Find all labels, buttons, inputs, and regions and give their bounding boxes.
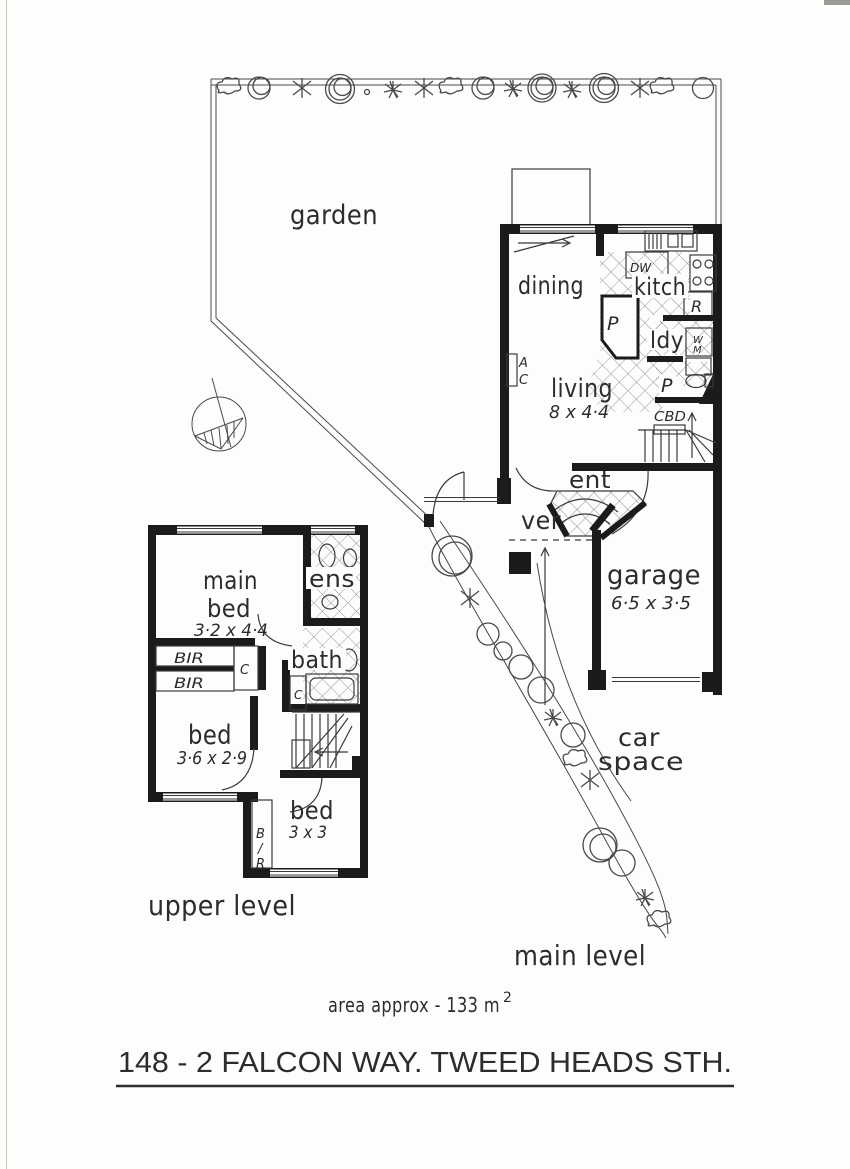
bed3-dim: 3 x 3 <box>289 823 327 843</box>
robe1-label: BIR <box>174 651 204 667</box>
main-bed-label-2: bed <box>207 594 251 623</box>
address-title: 148 - 2 FALCON WAY. TWEED HEADS STH. <box>118 1047 732 1079</box>
dining-door-arrow <box>513 235 575 253</box>
cupboard-label: CBD <box>654 410 686 425</box>
garage-walls <box>588 530 722 692</box>
dishwasher-label: DW <box>630 261 652 275</box>
upper-level-plan: main bed 3·2 x 4·4 ens BIR BIR C C bath … <box>148 525 368 878</box>
car-space-label-2: space <box>598 747 684 776</box>
area-note: area approx - 133 m <box>328 993 500 1017</box>
bathroom-fixtures <box>305 543 359 705</box>
garden-bed-strip <box>428 520 672 939</box>
main-bed-dim: 3·2 x 4·4 <box>194 621 268 641</box>
verandah-area <box>424 471 592 705</box>
entry-area <box>515 467 649 541</box>
dining-label: dining <box>518 271 584 300</box>
car-space-label-1: car <box>618 723 660 752</box>
robe2-label: BIR <box>174 676 204 692</box>
patio-outline <box>511 168 591 228</box>
garden-fence <box>210 78 722 528</box>
powder-label: P <box>661 375 673 397</box>
page-edge-lines <box>6 0 850 1169</box>
closet1-label: C <box>240 663 250 678</box>
entry-label: ent <box>569 466 611 494</box>
ac-label-a: A <box>518 356 528 371</box>
main-level-caption: main level <box>514 939 646 972</box>
laundry-powder <box>647 315 714 403</box>
area-note-superscript: 2 <box>503 990 512 1006</box>
laundry-label: ldy <box>650 328 684 354</box>
garden-plants-row <box>216 72 715 105</box>
main-stairs <box>638 411 717 463</box>
ac-unit-outline <box>506 353 518 387</box>
ac-label-c: C <box>519 373 529 388</box>
bed2-label: bed <box>188 720 232 751</box>
robe-vertical-slash: / <box>257 842 264 857</box>
north-point-icon <box>191 377 247 452</box>
washer-label-m: M <box>693 345 702 356</box>
garage-label: garage <box>607 560 701 591</box>
bed2-dim: 3·6 x 2·9 <box>177 748 247 769</box>
washer-label-w: W <box>693 335 704 346</box>
upper-level-caption: upper level <box>148 889 296 922</box>
main-level-plan: dining kitch DW P R ldy W M P A C living… <box>424 168 722 939</box>
kitchen-label: kitch <box>634 273 686 301</box>
fridge-label: R <box>691 297 702 316</box>
bed3-label: bed <box>290 796 334 825</box>
garden-label: garden <box>290 200 378 231</box>
kitchen-fixtures <box>596 230 717 319</box>
bath-label: bath <box>291 646 343 674</box>
verandah-label: ver <box>521 506 561 535</box>
bed3-door-arc <box>289 777 323 813</box>
robe-vertical-b: B <box>256 827 265 842</box>
upper-stairs <box>291 711 360 769</box>
bed2-door-arc <box>221 747 255 791</box>
living-dim: 8 x 4·4 <box>549 402 609 423</box>
living-label: living <box>551 374 613 404</box>
main-bed-label-1: main <box>203 566 258 595</box>
car-space-boundary <box>536 562 632 802</box>
closet2-label: C <box>294 688 303 702</box>
robe-vertical-r: R <box>256 857 265 872</box>
garage-dim: 6·5 x 3·5 <box>611 593 691 614</box>
pantry-label: P <box>607 313 619 335</box>
ensuite-label: ens <box>309 565 355 593</box>
